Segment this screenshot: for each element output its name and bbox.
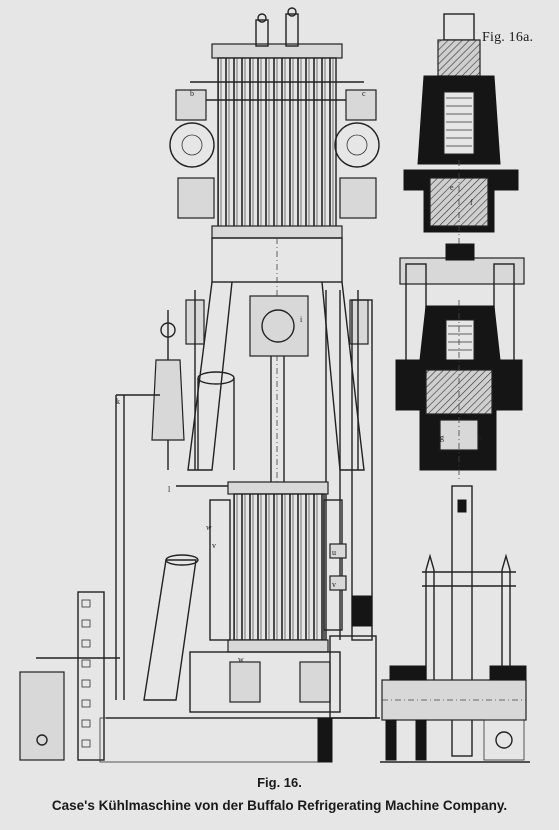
letter-g: g <box>440 433 444 442</box>
letter-i: i <box>300 315 303 324</box>
letter-u: u <box>332 548 336 557</box>
letter-c: c <box>362 89 366 98</box>
letter-v: v <box>332 580 336 589</box>
letter-w: w <box>206 523 212 532</box>
letter-f: f <box>470 198 473 207</box>
letter-e: e <box>450 183 454 192</box>
machine-base <box>99 635 380 763</box>
machine-frame <box>185 237 369 640</box>
machine-engraving: u v v w w b c e f g h i k l <box>19 7 530 763</box>
letter-l: l <box>168 485 171 494</box>
left-ladder <box>19 591 120 761</box>
left-fittings <box>115 310 240 700</box>
figure-number: Fig. 16. <box>257 775 302 790</box>
top-cylinder <box>169 7 380 239</box>
letter-v2: v <box>212 541 216 550</box>
annotation-letters: u v v w w b c e f g h i k l <box>116 89 482 664</box>
fig16a-upper-section <box>403 13 519 250</box>
letter-b: b <box>190 89 194 98</box>
letter-w2: w <box>238 655 244 664</box>
fig16a-lower-section <box>395 243 525 480</box>
lower-cylinder <box>209 299 373 653</box>
fig16a-label: Fig. 16a. <box>482 30 534 45</box>
right-column <box>422 485 516 757</box>
right-base <box>380 665 530 763</box>
letter-h: h <box>478 433 482 442</box>
inclined-pipe <box>143 554 199 701</box>
figure-caption: Case's Kühlmaschine von der Buffalo Refr… <box>51 798 508 813</box>
letter-k: k <box>116 397 120 406</box>
